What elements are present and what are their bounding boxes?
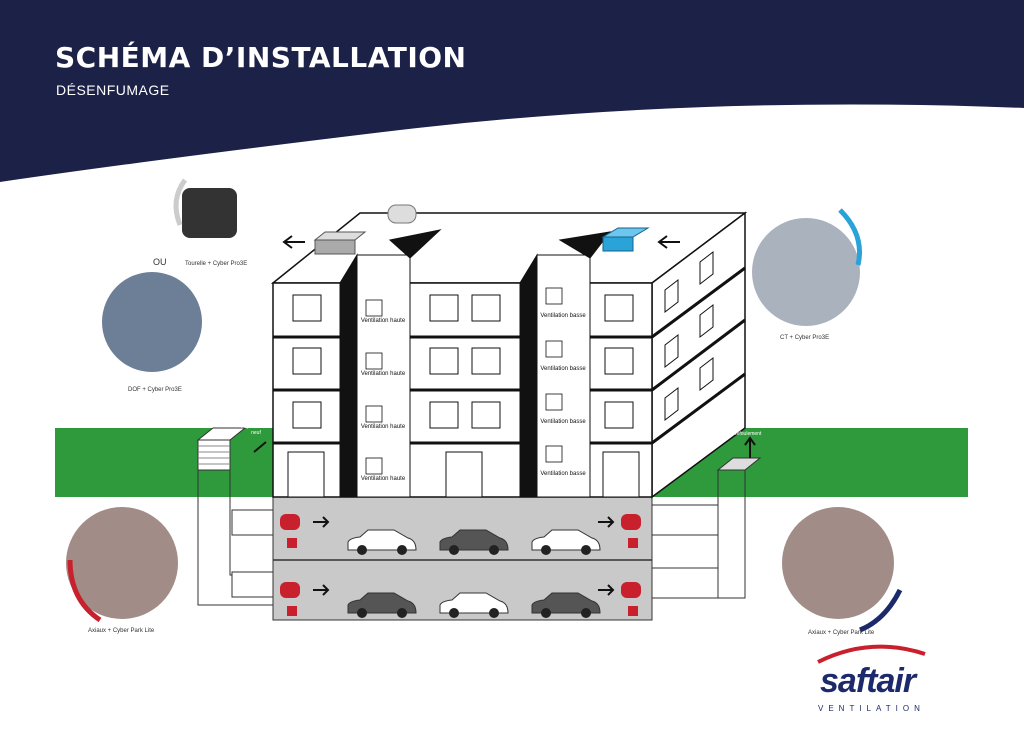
fan-icon bbox=[280, 514, 300, 530]
product-photos bbox=[66, 178, 903, 633]
page-subtitle: DÉSENFUMAGE bbox=[56, 82, 170, 98]
car-icon bbox=[531, 529, 601, 555]
fan-icon bbox=[621, 582, 641, 598]
header-band bbox=[0, 0, 1024, 182]
shaft-label-haute-3: Ventilation haute bbox=[360, 424, 406, 430]
shaft-label-basse-2: Ventilation basse bbox=[540, 366, 586, 372]
fire-detector-icon bbox=[628, 538, 638, 548]
airflow-arrow-icon bbox=[598, 516, 615, 528]
roof-extractor-blue bbox=[602, 236, 634, 252]
ducts bbox=[197, 470, 746, 606]
fan-icon bbox=[621, 514, 641, 530]
airflow-arrow-icon bbox=[313, 584, 330, 596]
roof-extractor-gray bbox=[314, 239, 356, 255]
roof-turret bbox=[387, 204, 417, 224]
fire-detector-icon bbox=[287, 606, 297, 616]
logo-tagline: VENTILATION bbox=[818, 704, 925, 713]
shaft-label-basse-4: Ventilation basse bbox=[540, 471, 586, 477]
arrow-left-icon bbox=[657, 235, 668, 249]
airflow-arrow-icon bbox=[313, 516, 330, 528]
arrow-left-icon bbox=[282, 235, 293, 249]
car-icon bbox=[531, 592, 601, 618]
label-aspiration: Aspiration air neuf bbox=[241, 424, 271, 436]
car-icon bbox=[439, 592, 509, 618]
exhaust-outlet bbox=[716, 436, 762, 471]
photo-tourelle bbox=[182, 188, 237, 238]
label-refoulement: Refoulement bbox=[733, 431, 762, 437]
car-icon bbox=[347, 592, 417, 618]
label-axiaux-right: Axiaux + Cyber Park Lite bbox=[808, 630, 875, 636]
cars bbox=[347, 529, 601, 618]
label-dof: DOF + Cyber Pro3E bbox=[128, 387, 182, 393]
car-icon bbox=[439, 529, 509, 555]
label-ct: CT + Cyber Pro3E bbox=[780, 335, 830, 341]
shaft-label-basse-3: Ventilation basse bbox=[540, 419, 586, 425]
photo-axiaux-left bbox=[66, 507, 178, 619]
fire-detector-icon bbox=[287, 538, 297, 548]
roof-units bbox=[282, 204, 680, 255]
page-title: SCHÉMA D’INSTALLATION bbox=[55, 41, 467, 74]
or-label: OU bbox=[153, 257, 167, 267]
shaft-label-basse-1: Ventilation basse bbox=[540, 313, 586, 319]
arrow-up-icon bbox=[744, 436, 756, 446]
label-tourelle: Tourelle + Cyber Pro3E bbox=[185, 261, 248, 267]
fresh-air-intake bbox=[196, 427, 267, 471]
photo-axiaux-right bbox=[782, 507, 894, 619]
fan-icon bbox=[280, 582, 300, 598]
photo-ct bbox=[752, 218, 860, 326]
building bbox=[270, 211, 748, 499]
shaft-label-haute-4: Ventilation haute bbox=[360, 476, 406, 482]
car-icon bbox=[347, 529, 417, 555]
logo-swoosh bbox=[817, 644, 926, 664]
saftair-logo: saftair bbox=[820, 662, 916, 700]
shaft-label-haute-1: Ventilation haute bbox=[360, 318, 406, 324]
airflow-arrow-icon bbox=[598, 584, 615, 596]
photo-dof bbox=[102, 272, 202, 372]
fans bbox=[280, 514, 641, 616]
fire-detector-icon bbox=[628, 606, 638, 616]
shaft-label-haute-2: Ventilation haute bbox=[360, 371, 406, 377]
label-axiaux-left: Axiaux + Cyber Park Lite bbox=[88, 628, 155, 634]
